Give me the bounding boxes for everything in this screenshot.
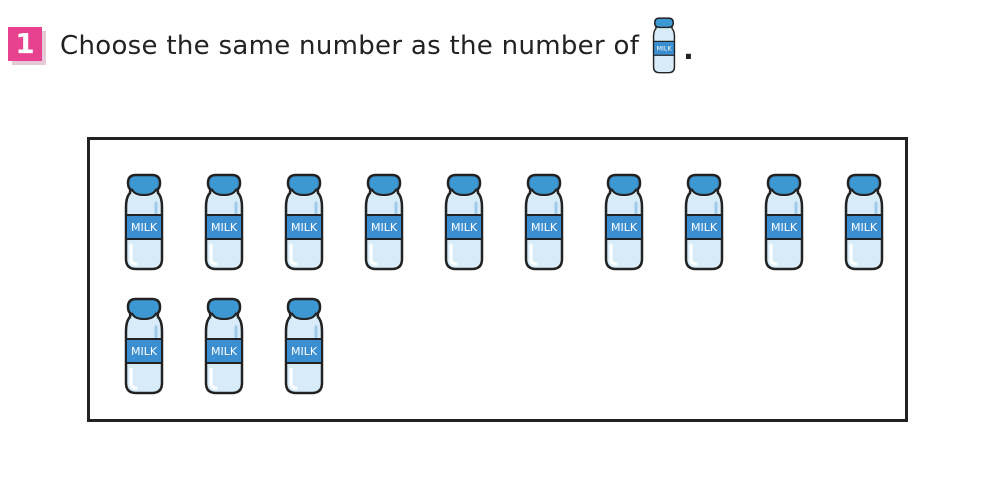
bottle-label: MILK: [451, 221, 478, 234]
milk-bottle: MILK: [122, 173, 166, 273]
milk-bottle: MILK: [282, 173, 326, 273]
milk-bottle-icon: MILK: [124, 173, 164, 271]
milk-bottle-counting-box: MILK MILK MILK MILK MILK MILK MILK MILK MILK MILK…: [87, 137, 908, 422]
milk-bottle-icon: MILK: [604, 173, 644, 271]
milk-bottle: MILK: [202, 173, 246, 273]
milk-bottle: MILK: [522, 173, 566, 273]
milk-bottle-icon: MILK: [204, 173, 244, 271]
milk-bottle: MILK: [442, 173, 486, 273]
milk-bottle: MILK: [122, 297, 166, 397]
bottle-label: MILK: [291, 221, 318, 234]
bottle-label: MILK: [211, 221, 238, 234]
question-number: 1: [8, 27, 42, 61]
bottle-label: MILK: [131, 345, 158, 358]
milk-bottle-icon: MILK: [364, 173, 404, 271]
milk-bottle-icon: MILK: [124, 297, 164, 395]
bottle-label: MILK: [131, 221, 158, 234]
question-period: .: [683, 33, 694, 66]
milk-bottle: MILK: [282, 297, 326, 397]
milk-bottle: MILK: [682, 173, 726, 273]
milk-bottle-icon: MILK: [204, 297, 244, 395]
milk-bottle: MILK: [202, 297, 246, 397]
milk-bottle-icon: MILK: [444, 173, 484, 271]
milk-bottle-icon: MILK: [764, 173, 804, 271]
milk-bottle: MILK: [362, 173, 406, 273]
inline-bottle-label: MILK: [657, 45, 673, 53]
bottle-label: MILK: [851, 221, 878, 234]
bottle-label: MILK: [211, 345, 238, 358]
milk-bottle-icon: MILK: [284, 297, 324, 395]
bottle-label: MILK: [531, 221, 558, 234]
milk-bottle-icon: MILK: [284, 173, 324, 271]
milk-bottle: MILK: [842, 173, 886, 273]
bottle-label: MILK: [611, 221, 638, 234]
milk-bottle: MILK: [762, 173, 806, 273]
bottle-label: MILK: [691, 221, 718, 234]
milk-bottle-icon: MILK: [844, 173, 884, 271]
question-number-badge: 1: [8, 27, 46, 65]
bottle-label: MILK: [771, 221, 798, 234]
bottle-label: MILK: [371, 221, 398, 234]
milk-bottle-icon: MILK: [653, 17, 676, 74]
milk-bottle: MILK: [602, 173, 646, 273]
question-header: 1 Choose the same number as the number o…: [8, 17, 694, 74]
milk-bottle-icon: MILK: [684, 173, 724, 271]
milk-bottle-icon: MILK: [524, 173, 564, 271]
bottle-label: MILK: [291, 345, 318, 358]
question-prompt: Choose the same number as the number of: [60, 31, 640, 61]
